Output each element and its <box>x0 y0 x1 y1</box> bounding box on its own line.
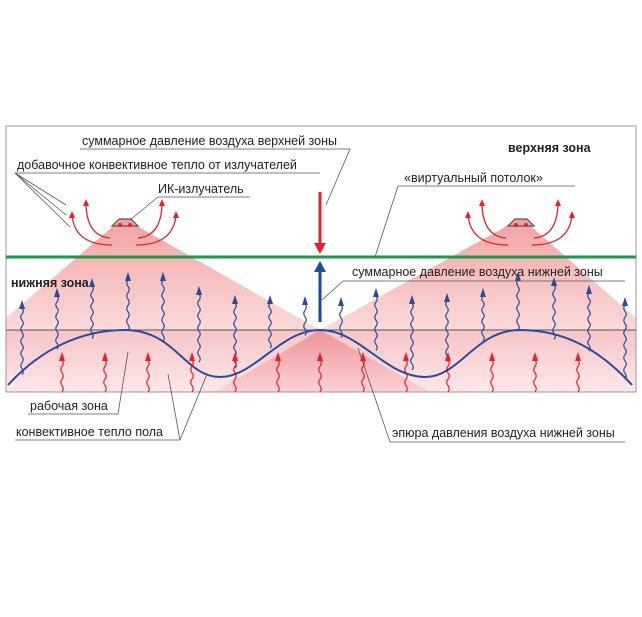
label-upper-zone: верхняя зона <box>508 141 592 155</box>
convective-arrow-head <box>69 211 75 218</box>
pressure-curve <box>7 328 633 386</box>
convective-arrow <box>533 201 559 239</box>
air-flow-arrow <box>20 307 24 376</box>
leader-lines <box>14 148 625 443</box>
air-flow-arrow <box>55 295 59 350</box>
floor-heat-arrow-head <box>403 352 409 361</box>
floor-heat-arrow <box>146 359 150 393</box>
convective-arrow-head <box>569 211 575 218</box>
convective-arrow-head <box>159 199 165 206</box>
floor-heat-arrow-head <box>532 352 538 361</box>
air-flow-arrow <box>445 300 449 362</box>
floor-heat-arrow-head <box>275 352 281 361</box>
floor-heat-arrow <box>318 359 322 393</box>
floor-heat-arrow <box>533 359 537 393</box>
floor-heat-arrow <box>490 359 494 393</box>
convective-arrow-head <box>83 199 89 206</box>
air-flow-arrow <box>90 285 94 340</box>
floor-heat-arrow <box>60 359 64 393</box>
floor-heat-arrow-head <box>575 352 581 361</box>
label-added-convective: добавочное конвективное тепло от излучат… <box>17 158 297 172</box>
convective-arrow-head <box>173 211 179 218</box>
floor-heat-arrow-head <box>59 352 65 361</box>
convective-arrow <box>71 213 113 246</box>
air-flow-arrow-head <box>196 286 202 295</box>
floor-heat-arrow-head <box>232 352 238 361</box>
label-virtual-ceiling: «виртуальный потолок» <box>404 171 543 185</box>
air-flow-arrow-head <box>54 288 60 297</box>
floor-heat-arrow <box>404 359 408 393</box>
label-floor-convective: конвективное тепло пола <box>16 425 163 439</box>
convective-arrow <box>531 213 573 246</box>
air-flow-arrow-head <box>480 288 486 297</box>
floor-heat-arrow-head <box>317 352 323 361</box>
floor-heat-arrow-head <box>189 352 195 361</box>
air-flow-arrow-head <box>160 272 166 281</box>
label-upper-pressure: суммарное давление воздуха верхней зоны <box>82 134 337 148</box>
air-flow-arrow <box>410 302 414 371</box>
label-ir-emitter: ИК-излучатель <box>158 182 244 196</box>
right-beam <box>320 222 636 330</box>
lower-pressure-arrowhead <box>314 261 326 272</box>
floor-heat-arrow <box>103 359 107 393</box>
upper-pressure-arrowhead <box>314 243 326 254</box>
label-pressure-diagram: эпюра давления воздуха нижней зоны <box>392 426 615 440</box>
air-flow-arrow-head <box>19 300 25 309</box>
ir-emitter-right <box>506 218 536 227</box>
floor-heat-arrow <box>446 359 450 393</box>
air-flow-arrow-head <box>586 285 592 294</box>
air-flow-arrow <box>481 295 485 342</box>
air-flow-arrow <box>552 284 556 340</box>
air-flow-arrow <box>197 293 201 363</box>
convective-arrow-head <box>555 199 561 206</box>
label-lower-zone: нижняя зона <box>11 276 90 290</box>
floor-heat-arrow <box>361 359 365 393</box>
air-flow-arrow <box>374 295 378 351</box>
convective-arrow-head <box>479 199 485 206</box>
air-flow-arrow-head <box>125 272 131 281</box>
air-flow-arrow <box>587 292 591 352</box>
floor-heat-arrow <box>576 359 580 393</box>
air-flow-arrow-head <box>338 297 344 306</box>
air-flow-arrow <box>516 279 520 331</box>
convective-arrow <box>481 201 507 239</box>
air-flow-arrow-head <box>622 297 628 306</box>
convective-arrow <box>135 213 177 246</box>
ir-emitter-left <box>110 218 140 227</box>
floor-heat-arrow <box>276 359 280 393</box>
convective-arrow-head <box>465 211 471 218</box>
floor-heat-arrow-head <box>445 352 451 361</box>
air-flow-arrow-head <box>551 277 557 286</box>
floor-heat-arrow-head <box>489 352 495 361</box>
air-flow-arrow <box>623 304 627 380</box>
air-flow-arrow <box>126 279 130 332</box>
air-flow-arrow-head <box>89 278 95 287</box>
floor-heat-arrow-head <box>145 352 151 361</box>
floor-heat-arrow-head <box>102 352 108 361</box>
air-flow-arrow <box>268 302 272 349</box>
convective-arrow <box>467 213 509 246</box>
air-flow-arrow-head <box>409 295 415 304</box>
air-flow-arrow-head <box>267 295 273 304</box>
floor-heat-arrow <box>233 359 237 393</box>
air-flow-arrow-head <box>302 296 308 305</box>
air-flow-arrow-head <box>515 272 521 281</box>
air-flow-arrow-head <box>232 295 238 304</box>
label-lower-pressure: суммарное давление воздуха нижней зоны <box>352 265 603 279</box>
air-flow-arrow <box>339 304 343 339</box>
air-flow-arrow <box>161 279 165 342</box>
convective-arrow <box>137 201 163 239</box>
air-flow-arrow <box>303 303 307 336</box>
air-flow-arrow-head <box>444 293 450 302</box>
room-frame <box>5 125 637 393</box>
convective-arrow <box>85 201 111 239</box>
label-work-zone: рабочая зона <box>30 399 108 413</box>
air-flow-arrow-head <box>373 288 379 297</box>
